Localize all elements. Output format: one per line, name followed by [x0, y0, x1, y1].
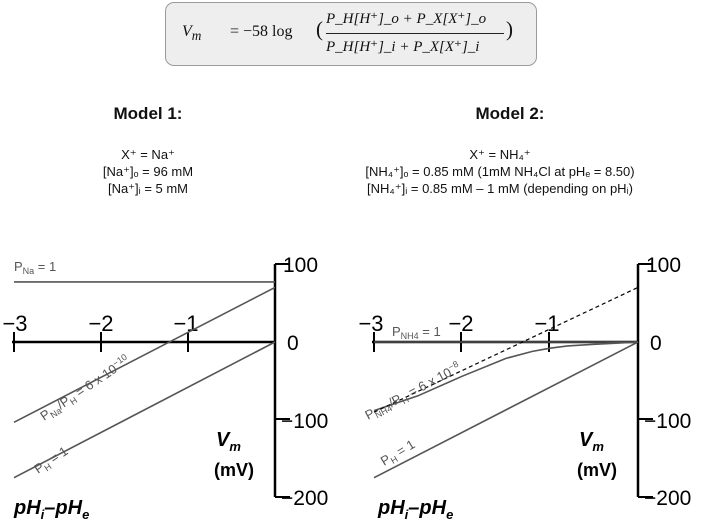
plot1-x-axis-label: pHi–pHe [13, 497, 89, 522]
model2-line-1: X⁺ = NH₄⁺ [469, 147, 531, 162]
plot1-y-tick-label: −200 [281, 487, 328, 510]
plot1-x-tick-label: −3 [2, 311, 27, 336]
plot1-x-tick-label: −2 [88, 311, 113, 336]
model2-info: X⁺ = NH₄⁺ [NH₄⁺]ₒ = 0.85 mM (1mM NH₄Cl a… [330, 146, 670, 197]
plot2-y-tick-label: 0 [650, 332, 662, 355]
plot2: −3 −2 −1 100 0 −100 −200 PNH4 = 1 PNH4/P… [358, 254, 691, 522]
plot1-y-axis-unit: (mV) [214, 460, 254, 480]
equation-operator: = −58 log [230, 23, 293, 40]
plot2-curves [373, 286, 639, 479]
equation-fraction-bar [326, 33, 504, 34]
model2-line-3: [NH₄⁺]ᵢ = 0.85 mM – 1 mM (depending on p… [367, 181, 633, 196]
plot1: −3 −2 −1 100 0 −100 −200 PNa = 1 PNa/PH … [2, 254, 328, 522]
equation-numerator: P_H[H⁺]_o + P_X[X⁺]_o [326, 11, 487, 27]
model1-line-2: [Na⁺]ₒ = 96 mM [102, 164, 194, 179]
plot1-curve-3 [13, 341, 276, 479]
plot2-x-tick-label: −1 [534, 311, 559, 336]
plot2-curve-4 [373, 341, 639, 479]
model2-title: Model 2: [475, 104, 545, 123]
plot1-x-tick-label: −1 [173, 311, 198, 336]
plot2-x-tick-label: −2 [448, 311, 473, 336]
model1-info: X⁺ = Na⁺ [Na⁺]ₒ = 96 mM [Na⁺]ᵢ = 5 mM [48, 146, 248, 197]
plot2-curve-2 [373, 341, 639, 412]
equation-box: Vm = −58 log ( P_H[H⁺]_o + P_X[X⁺]_o P_H… [165, 2, 537, 66]
plot1-y-tick-label: −100 [281, 410, 328, 433]
plot2-x-axis-label: pHi–pHe [377, 497, 453, 522]
model1-line-3: [Na⁺]ᵢ = 5 mM [107, 181, 189, 196]
equation-lhs-symbol: V [182, 23, 192, 40]
plot2-pnh4-label: PNH4 = 1 [392, 324, 441, 341]
plot1-y-tick-label: 100 [283, 254, 318, 277]
model1-title: Model 1: [113, 104, 183, 123]
equation-right-paren: ) [506, 17, 513, 41]
plot2-x-tick-label: −3 [358, 311, 383, 336]
plot1-curves [13, 281, 276, 479]
plot1-ratio-label: PNa/PH = 6 x 10−10 [37, 352, 134, 425]
plot1-y-tick-label: 0 [287, 332, 299, 355]
plot2-y-axis-label: Vm [579, 429, 604, 454]
plot2-y-tick-label: 100 [646, 254, 681, 277]
model2-line-2: [NH₄⁺]ₒ = 0.85 mM (1mM NH₄Cl at pHₑ = 8.… [365, 164, 635, 179]
plot1-ph-label: PH = 1 [31, 443, 71, 478]
plot2-y-tick-label: −100 [644, 410, 691, 433]
plot1-curve-2 [13, 286, 276, 424]
plot2-y-axis-unit: (mV) [577, 460, 617, 480]
plot2-y-tick-label: −200 [644, 487, 691, 510]
model1-line-1: X⁺ = Na⁺ [121, 147, 175, 162]
plot2-ratio-label: PNH4/PH = 6 x 10−8 [362, 359, 464, 425]
equation-denominator: P_H[H⁺]_i + P_X[X⁺]_i [326, 39, 480, 55]
plot1-y-axis-label: Vm [216, 429, 241, 454]
plot1-pna-label: PNa = 1 [14, 259, 56, 276]
equation-lhs-sub: m [191, 28, 202, 44]
equation-lhs: Vm [182, 23, 201, 44]
equation-left-paren: ( [316, 17, 323, 41]
